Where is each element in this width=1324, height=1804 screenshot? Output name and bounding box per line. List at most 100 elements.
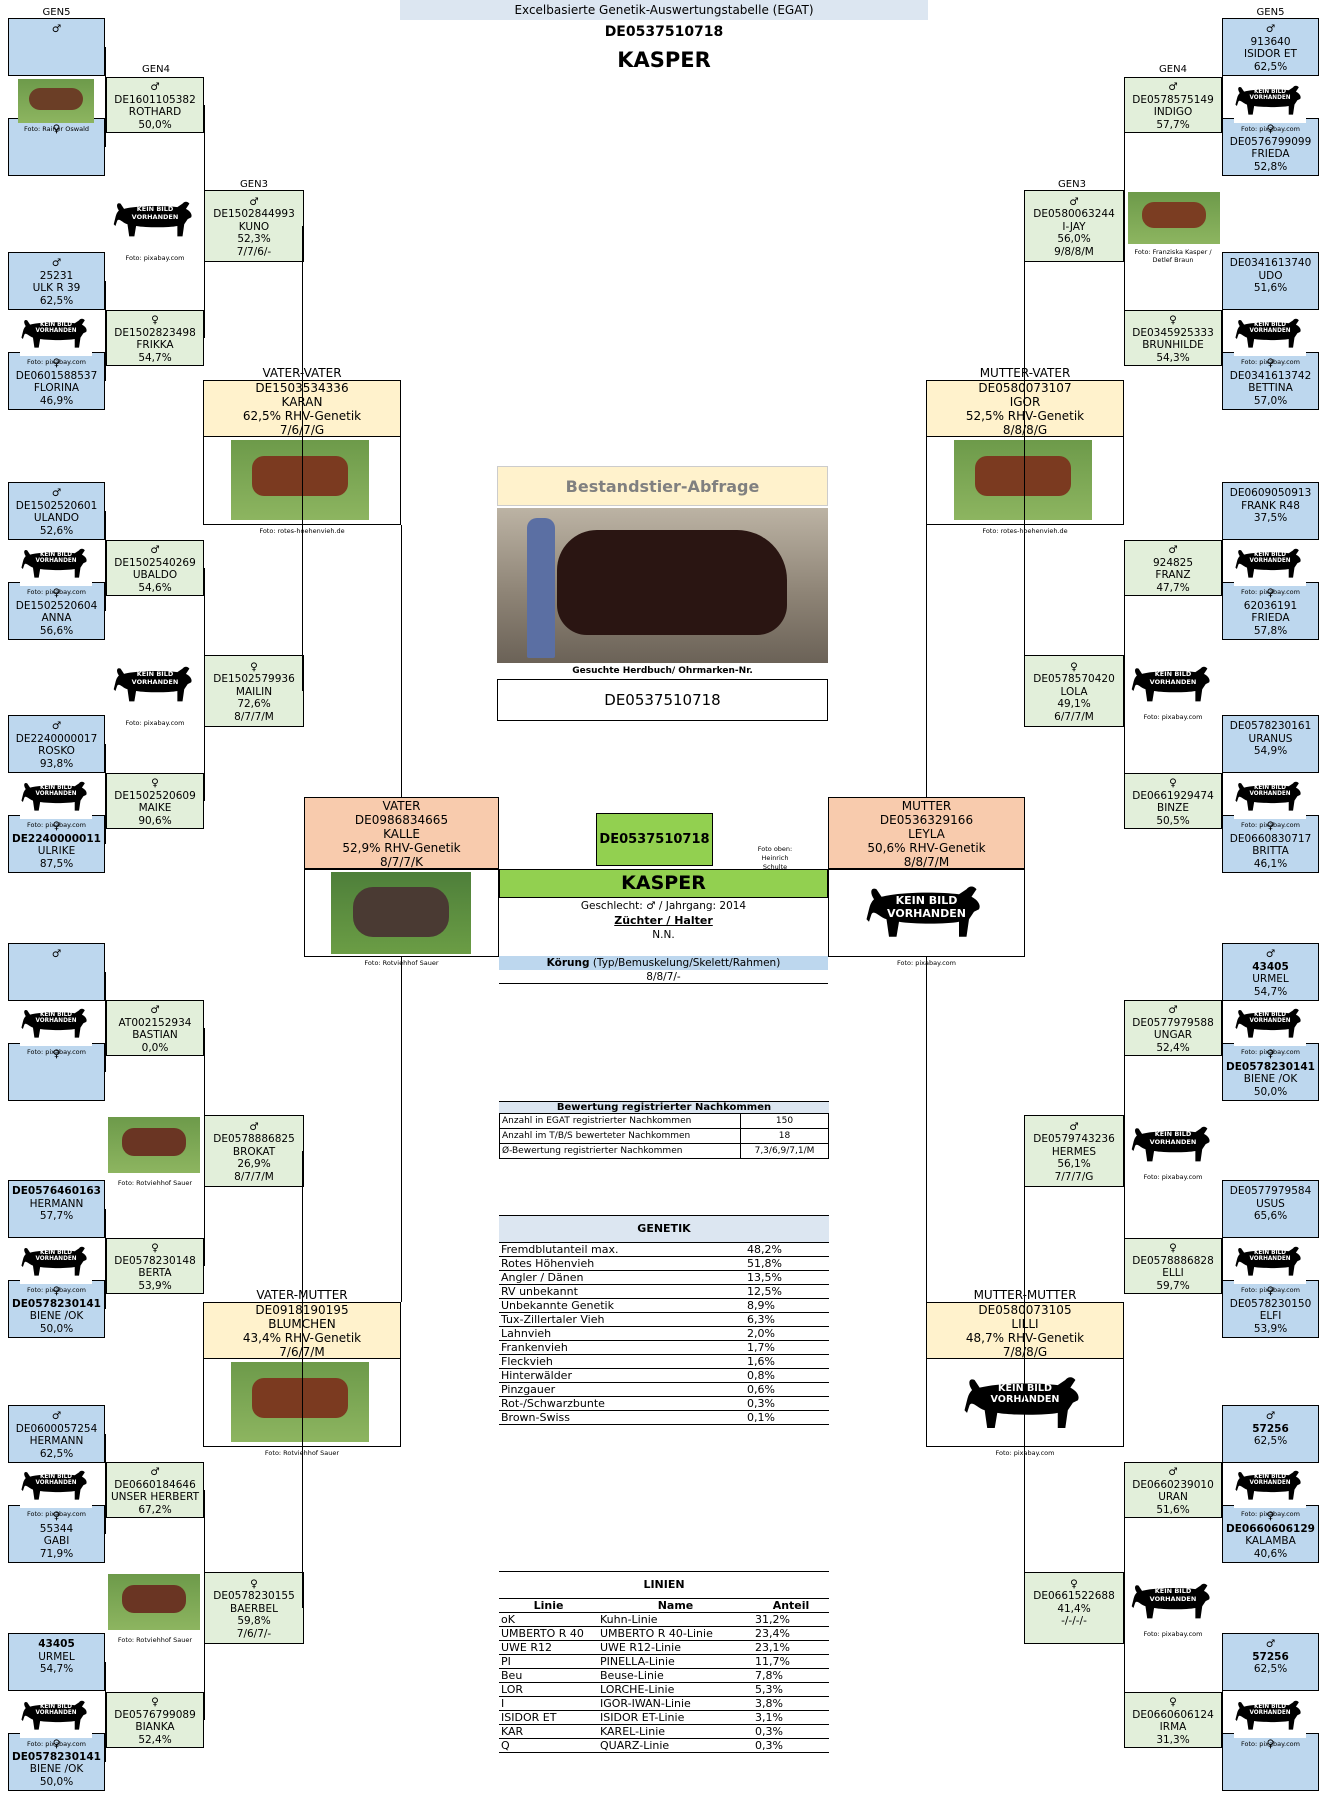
kein-bild-line1: KEIN BILD (895, 894, 958, 907)
animal-id: DE0660184646 (114, 1478, 196, 1491)
kein-bild-line2: VORHANDEN (35, 1480, 77, 1487)
genetik-label: Unbekannte Genetik (499, 1298, 745, 1313)
animal-sex: ♀ (1169, 314, 1177, 326)
nachkommen-title: Bewertung registrierter Nachkommen (499, 1101, 829, 1113)
animal-name: ULANDO (33, 512, 80, 524)
animal-sex: ♀ (1266, 123, 1275, 135)
kein-bild-line1: KEIN BILD (39, 1473, 73, 1480)
animal-pct: 53,9% (1253, 1322, 1288, 1335)
animal-pct: 47,7% (1156, 581, 1190, 594)
animal-pct: 90,6% (138, 814, 172, 827)
animal-name: ROTHARD (128, 106, 182, 118)
animal-sex: ♂ (249, 1120, 259, 1133)
animal-k: 7/7/7/G (1054, 1170, 1094, 1183)
gen2-photo-frame (926, 1359, 1124, 1447)
animal-sex: ♀ (1169, 1696, 1177, 1708)
kein-bild-line2: VORHANDEN (35, 328, 77, 335)
gen5-label-left: GEN5 (42, 7, 71, 18)
animal-k: 9/8/8/M (1054, 245, 1094, 258)
animal-k: 7/6/7/- (236, 1627, 272, 1640)
kein-bild-line1: KEIN BILD (136, 670, 174, 678)
animal-id: DE0578230141 (1226, 1060, 1315, 1073)
animal-sex: ♀ (52, 1285, 61, 1297)
gen2-photo-frame (926, 437, 1124, 525)
kasper-id-box: DE0537510718 (596, 813, 713, 866)
animal-sex: ♀ (52, 587, 61, 599)
animal-sex: ♂ (150, 1004, 160, 1016)
animal-pct: 54,7% (39, 1663, 74, 1675)
linien-anteil: 23,4% (753, 1626, 829, 1641)
photo-credit: Foto: pixabay.com (26, 1740, 86, 1748)
connector-line (302, 226, 303, 691)
kein-bild-line2: VORHANDEN (35, 1710, 77, 1717)
mutter-kein-bild-icon (864, 875, 989, 951)
gen2-photo (231, 1362, 369, 1442)
search-input[interactable]: DE0537510718 (497, 679, 828, 721)
linien-header-cell: Anteil (753, 1599, 829, 1613)
genetik-value: 48,2% (745, 1243, 829, 1257)
animal-pct: 50,0% (138, 118, 172, 131)
kein-bild-line1: KEIN BILD (1253, 1703, 1287, 1710)
animal-pct: 50,0% (39, 1775, 74, 1788)
animal-name: USUS (1256, 1197, 1285, 1210)
linien-name: Beuse-Linie (598, 1668, 753, 1683)
animal-name: BETTINA (1248, 382, 1293, 394)
animal-pct: 62,5% (1253, 1663, 1288, 1675)
connector-line (204, 105, 205, 338)
mutter-photo-credit: Foto: pixabay.com (896, 959, 956, 967)
animal-id: DE0578575149 (1132, 93, 1214, 106)
connector-line (105, 1662, 106, 1762)
gen2-id: DE1503534336 (204, 381, 400, 395)
animal-sex: ♂ (1265, 23, 1276, 35)
kein-bild-line1: KEIN BILD (1154, 670, 1192, 678)
vater-label: VATER (382, 799, 421, 813)
search-label: Gesuchte Herdbuch/ Ohrmarken-Nr. (572, 666, 753, 676)
linien-header-cell: Linie (499, 1599, 598, 1613)
mutter-kein-bild-text: KEIN BILD VORHANDEN (864, 894, 989, 920)
animal-sex: ♂ (1069, 1120, 1079, 1133)
connector-line (105, 281, 106, 381)
kein-bild-line2: VORHANDEN (35, 791, 77, 798)
connector-line (105, 1434, 106, 1534)
abfrage-panel: Bestandstier-Abfrage Gesuchte Herdbuch/ … (497, 466, 828, 753)
kasper-info: Geschlecht: ♂ / Jahrgang: 2014 (580, 900, 747, 912)
animal-id: DE0580063244 (1033, 208, 1115, 221)
genetik-label: RV unbekannt (499, 1284, 745, 1299)
vater-koerung: 8/7/7/K (380, 855, 423, 869)
connector-line (1222, 972, 1223, 1072)
animal-pct: 56,0% (1057, 233, 1091, 246)
animal-name: BROKAT (232, 1145, 276, 1158)
gen2-label: MUTTER-MUTTER (926, 1288, 1124, 1302)
linien-name: Kuhn-Linie (598, 1612, 753, 1627)
animal-name: BRUNHILDE (1142, 339, 1204, 351)
genetik-value: 13,5% (745, 1270, 829, 1285)
animal-id: DE0578570420 (1033, 673, 1115, 686)
animal-sex: ♂ (1265, 948, 1276, 960)
gen2-name: LILLI (927, 1317, 1123, 1331)
nachkommen-value: 18 (740, 1128, 829, 1144)
mutter-box: MUTTER DE0536329166 LEYLA 50,6% RHV-Gene… (828, 797, 1025, 869)
animal-pct: 54,3% (1156, 351, 1190, 364)
animal-id: DE0578230161 (1229, 720, 1312, 732)
animal-pct: 49,1% (1057, 698, 1091, 711)
animal-id: DE0601588537 (15, 369, 98, 382)
genetik-label: Lahnvieh (499, 1326, 745, 1341)
kein-bild-line1: KEIN BILD (136, 205, 174, 213)
gen3-label-left: GEN3 (240, 179, 268, 190)
kein-bild-line1: KEIN BILD (1253, 88, 1287, 95)
animal-sex: ♀ (52, 123, 61, 135)
connector-line (204, 1028, 205, 1266)
kein-bild-line1: KEIN BILD (39, 1011, 73, 1018)
